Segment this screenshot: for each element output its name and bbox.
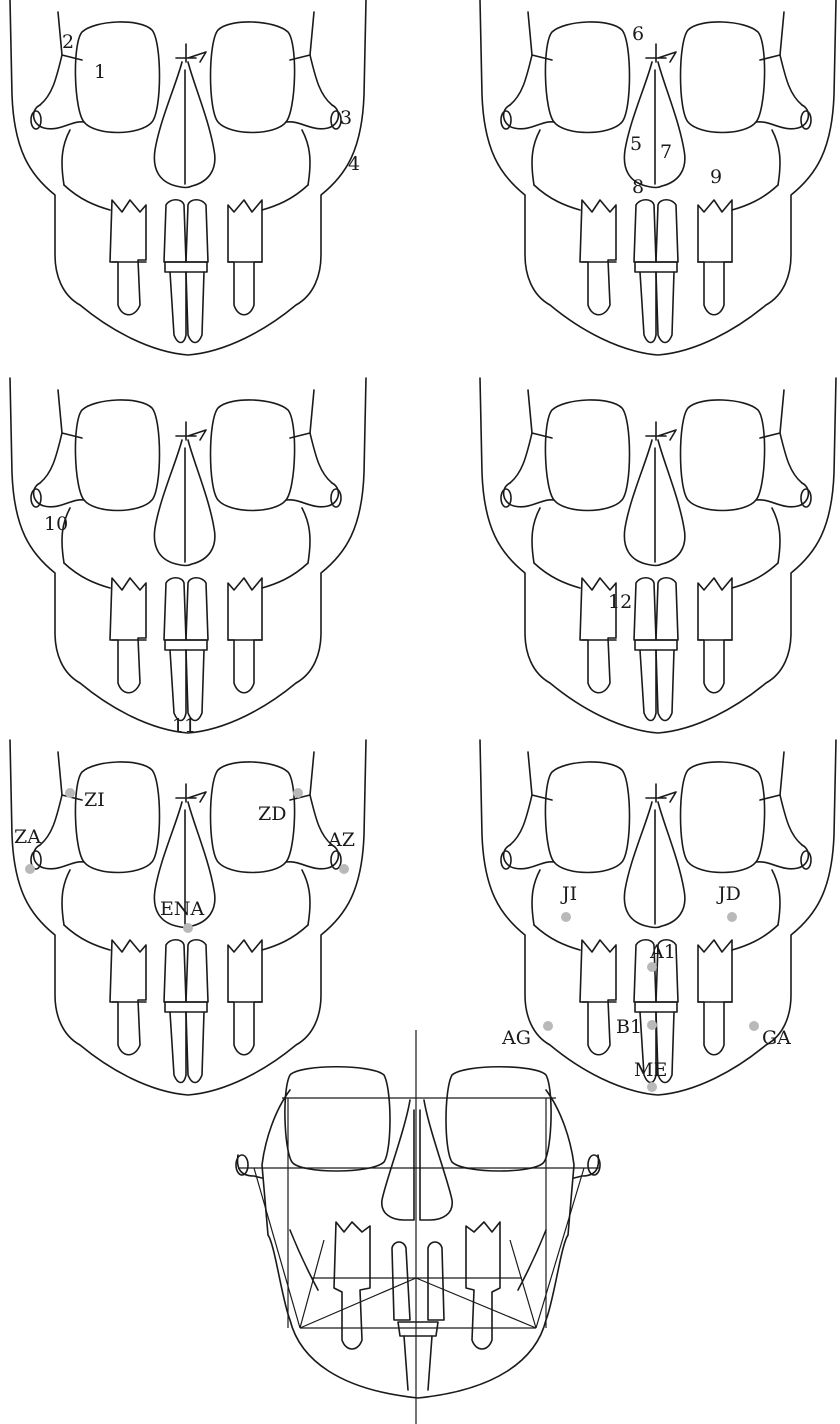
landmark-label: 12 [608, 591, 632, 613]
construction-line [254, 1168, 300, 1328]
landmark-point [647, 962, 657, 972]
landmark-label: 5 [630, 133, 642, 155]
landmark-label: JI [560, 883, 577, 905]
landmark-point [293, 788, 303, 798]
landmark-label: JD [716, 883, 741, 905]
landmark-label: A1 [649, 941, 676, 963]
landmark-point [65, 788, 75, 798]
landmark-point [561, 912, 571, 922]
landmark-point [25, 864, 35, 874]
landmark-point [647, 1020, 657, 1030]
landmark-label: 11 [172, 715, 196, 737]
landmark-point [543, 1021, 553, 1031]
landmark-label: 4 [348, 153, 360, 175]
landmark-label: AG [501, 1027, 531, 1049]
skull-panel-3: 10 11 [10, 378, 366, 737]
skull-panel-4: 12 [480, 378, 836, 733]
landmark-point [339, 864, 349, 874]
skull-panel-6: JI JD A1 B1 AG GA ME [480, 740, 836, 1095]
landmark-label: 6 [632, 23, 644, 45]
landmark-label: 8 [632, 176, 644, 198]
landmark-label: ME [634, 1059, 667, 1081]
landmark-point [183, 923, 193, 933]
landmark-label: ENA [160, 898, 204, 920]
construction-line [300, 1240, 324, 1328]
landmark-label: ZA [14, 826, 41, 848]
landmark-label: 2 [62, 31, 74, 53]
landmark-label: GA [762, 1027, 791, 1049]
landmark-point [749, 1021, 759, 1031]
landmark-label: B1 [616, 1016, 642, 1038]
landmark-label: 9 [710, 166, 722, 188]
construction-line [510, 1240, 536, 1328]
landmark-point [647, 1082, 657, 1092]
landmark-label: AZ [327, 829, 355, 851]
construction-line [536, 1168, 584, 1328]
landmark-label: 7 [660, 141, 672, 163]
landmark-label: 3 [340, 107, 352, 129]
landmark-label: 1 [94, 61, 106, 83]
skull-panel-1: 2 1 3 4 [10, 0, 366, 355]
skull-panel-7 [236, 1030, 600, 1424]
skull-panel-5: ZI ZD ZA AZ ENA [10, 740, 366, 1095]
landmark-label: 10 [44, 513, 68, 535]
landmark-point [727, 912, 737, 922]
landmark-label: ZI [84, 789, 105, 811]
landmark-label: ZD [258, 803, 286, 825]
skull-panel-2: 6 5 7 8 9 [480, 0, 836, 355]
